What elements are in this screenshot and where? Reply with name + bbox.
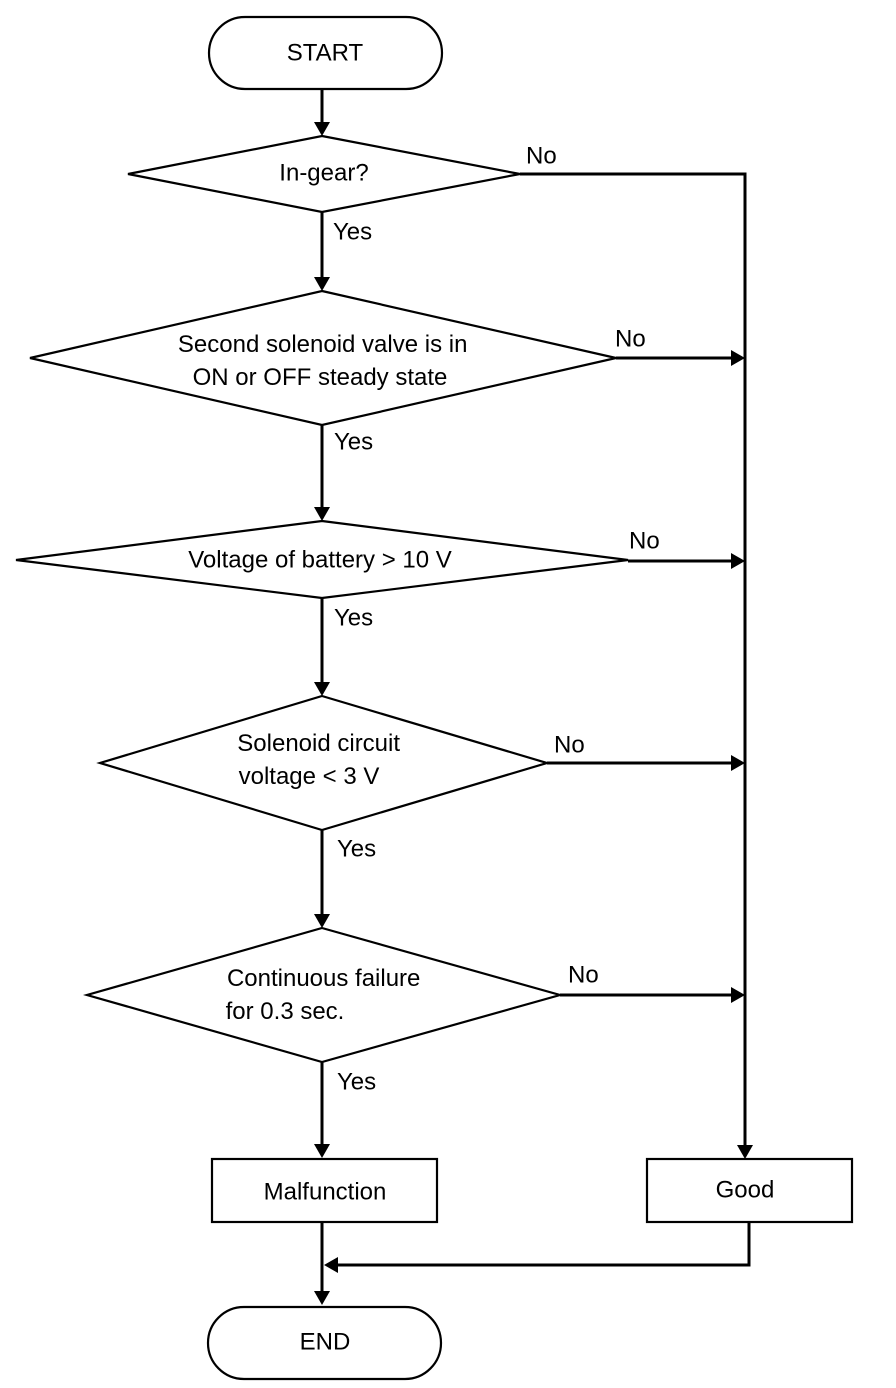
arrowhead-battery bbox=[314, 507, 330, 521]
process-good: Good bbox=[645, 1157, 854, 1224]
decision-continuous-failure-line-1: Continuous failure bbox=[227, 965, 420, 992]
decision-battery-voltage-label: Voltage of battery > 10 V bbox=[188, 546, 452, 573]
start-label: START bbox=[287, 39, 364, 66]
yes-label-failure: Yes bbox=[337, 1068, 376, 1095]
yes-label-ingear: Yes bbox=[333, 218, 372, 245]
arrowhead-solenoid bbox=[314, 277, 330, 291]
decision-continuous-failure: Continuous failure for 0.3 sec. bbox=[82, 926, 565, 1064]
decision-continuous-failure-label: Continuous failure for 0.3 sec. bbox=[226, 965, 427, 1025]
decision-circuit-voltage-line-2: voltage < 3 V bbox=[239, 763, 380, 790]
arrowhead-ingear bbox=[314, 122, 330, 136]
decision-circuit-voltage: Solenoid circuit voltage < 3 V bbox=[96, 694, 551, 832]
arrowhead-failure bbox=[314, 914, 330, 928]
decision-in-gear: In-gear? bbox=[127, 134, 521, 214]
no-label-circuit: No bbox=[554, 731, 585, 758]
arrowhead-failure-no bbox=[731, 987, 745, 1003]
arrowhead-circuit bbox=[314, 682, 330, 696]
arrowhead-end bbox=[314, 1291, 330, 1305]
arrowhead-circuit-no bbox=[731, 755, 745, 771]
arrowhead-malfunction bbox=[314, 1144, 330, 1158]
no-label-solenoid: No bbox=[615, 325, 646, 352]
connector-ingear-no bbox=[520, 172, 747, 1146]
decision-in-gear-label: In-gear? bbox=[279, 159, 368, 186]
connector-good-to-end bbox=[337, 1222, 751, 1267]
yes-labels: Yes Yes Yes Yes Yes bbox=[333, 218, 376, 1095]
decision-solenoid-steady-line-2: ON or OFF steady state bbox=[193, 364, 448, 391]
no-label-battery: No bbox=[629, 527, 660, 554]
arrowhead-solenoid-no bbox=[731, 350, 745, 366]
no-label-failure: No bbox=[568, 961, 599, 988]
yes-label-circuit: Yes bbox=[337, 835, 376, 862]
yes-label-battery: Yes bbox=[334, 604, 373, 631]
decision-circuit-voltage-label: Solenoid circuit voltage < 3 V bbox=[237, 730, 406, 790]
end-terminator: END bbox=[206, 1305, 443, 1381]
no-path-connectors bbox=[324, 172, 753, 1273]
decision-battery-voltage: Voltage of battery > 10 V bbox=[15, 519, 629, 600]
arrowhead-good-to-end bbox=[324, 1257, 338, 1273]
decision-continuous-failure-line-2: for 0.3 sec. bbox=[226, 998, 345, 1025]
start-terminator: START bbox=[207, 15, 444, 91]
decision-solenoid-steady: Second solenoid valve is in ON or OFF st… bbox=[29, 289, 617, 427]
decision-solenoid-steady-line-1: Second solenoid valve is in bbox=[178, 331, 468, 358]
arrowhead-good bbox=[737, 1145, 753, 1159]
decision-solenoid-steady-label: Second solenoid valve is in ON or OFF st… bbox=[178, 331, 474, 391]
arrowhead-battery-no bbox=[731, 553, 745, 569]
yes-label-solenoid: Yes bbox=[334, 428, 373, 455]
end-label: END bbox=[300, 1328, 351, 1355]
process-malfunction: Malfunction bbox=[210, 1157, 439, 1224]
no-labels: No No No No No bbox=[526, 142, 660, 988]
yes-path-connectors bbox=[314, 89, 330, 1305]
process-good-label: Good bbox=[716, 1176, 775, 1203]
decision-circuit-voltage-line-1: Solenoid circuit bbox=[237, 730, 400, 757]
no-label-ingear: No bbox=[526, 142, 557, 169]
process-malfunction-label: Malfunction bbox=[264, 1178, 387, 1205]
